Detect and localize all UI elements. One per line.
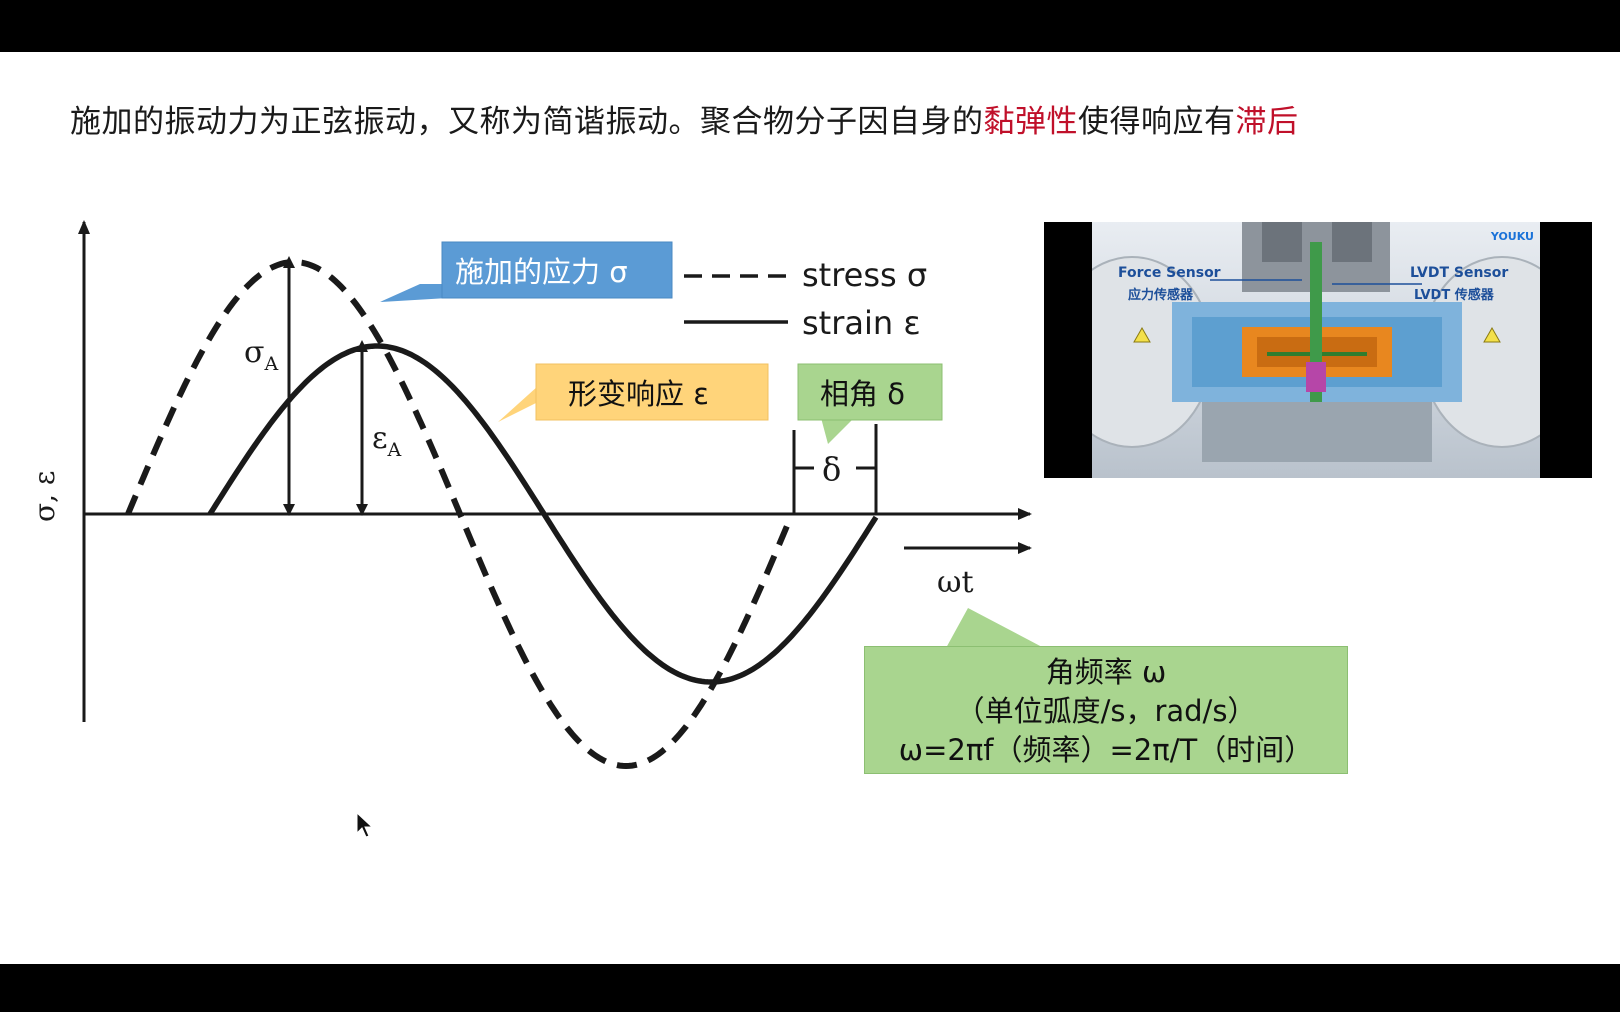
strain-curve [207, 343, 879, 685]
headline-highlight-viscoelasticity: 黏弹性 [983, 104, 1078, 140]
frequency-line2: （单位弧度/s，rad/s） [955, 694, 1257, 728]
stress-curve [125, 259, 794, 770]
epsilon-amplitude-label: εA [372, 421, 402, 461]
headline-part2: 使得响应有 [1078, 104, 1236, 140]
headline-part1: 施加的振动力为正弦振动，又称为简谐振动。聚合物分子因自身的 [70, 104, 984, 140]
frequency-callout-box: 角频率 ω （单位弧度/s，rad/s） ω=2πf（频率）=2π/T（时间） [864, 646, 1348, 774]
stress-strain-diagram: σA εA σ, ε ωt δ stress σ strain ε [28, 220, 1044, 770]
strain-callout-box [535, 363, 769, 421]
instrument-drawing [1092, 222, 1540, 462]
sigma-amplitude-label: σA [244, 335, 278, 375]
strain-callout-pointer [498, 386, 538, 422]
delta-label: δ [822, 450, 841, 488]
headline: 施加的振动力为正弦振动，又称为简谐振动。聚合物分子因自身的黏弹性使得响应有滞后 [70, 96, 1299, 141]
stress-callout-pointer [380, 284, 448, 302]
slide: 施加的振动力为正弦振动，又称为简谐振动。聚合物分子因自身的黏弹性使得响应有滞后 … [0, 52, 1620, 964]
frequency-line1: 角频率 ω [1045, 655, 1167, 689]
phase-callout-text: 相角 δ [820, 377, 905, 411]
frequency-callout-pointer [946, 608, 1044, 648]
x-axis-label: ωt [937, 565, 974, 600]
stress-callout-text: 施加的应力 σ [455, 255, 628, 289]
youku-watermark: YOUKU [1490, 230, 1534, 243]
force-sensor-label: Force Sensor [1118, 265, 1221, 281]
legend-stress-label: stress σ [802, 256, 927, 294]
stress-callout-box [441, 241, 673, 299]
lvdt-sensor-label: LVDT Sensor [1410, 265, 1509, 281]
phase-callout-box [797, 363, 943, 421]
legend-strain-label: strain ε [802, 304, 921, 342]
strain-callout-text: 形变响应 ε [568, 377, 709, 411]
dma-instrument-image: Force Sensor 应力传感器 LVDT Sensor LVDT 传感器 … [1044, 222, 1592, 478]
frequency-line3: ω=2πf（频率）=2π/T（时间） [898, 733, 1314, 767]
mouse-cursor-icon [356, 812, 374, 838]
lvdt-sensor-cn-label: LVDT 传感器 [1414, 288, 1494, 303]
y-axis-label: σ, ε [28, 471, 61, 522]
phase-callout-pointer [820, 414, 858, 444]
headline-highlight-lag: 滞后 [1235, 104, 1299, 140]
force-sensor-cn-label: 应力传感器 [1128, 288, 1194, 303]
dma-instrument-illustration: Force Sensor 应力传感器 LVDT Sensor LVDT 传感器 … [1092, 222, 1540, 478]
